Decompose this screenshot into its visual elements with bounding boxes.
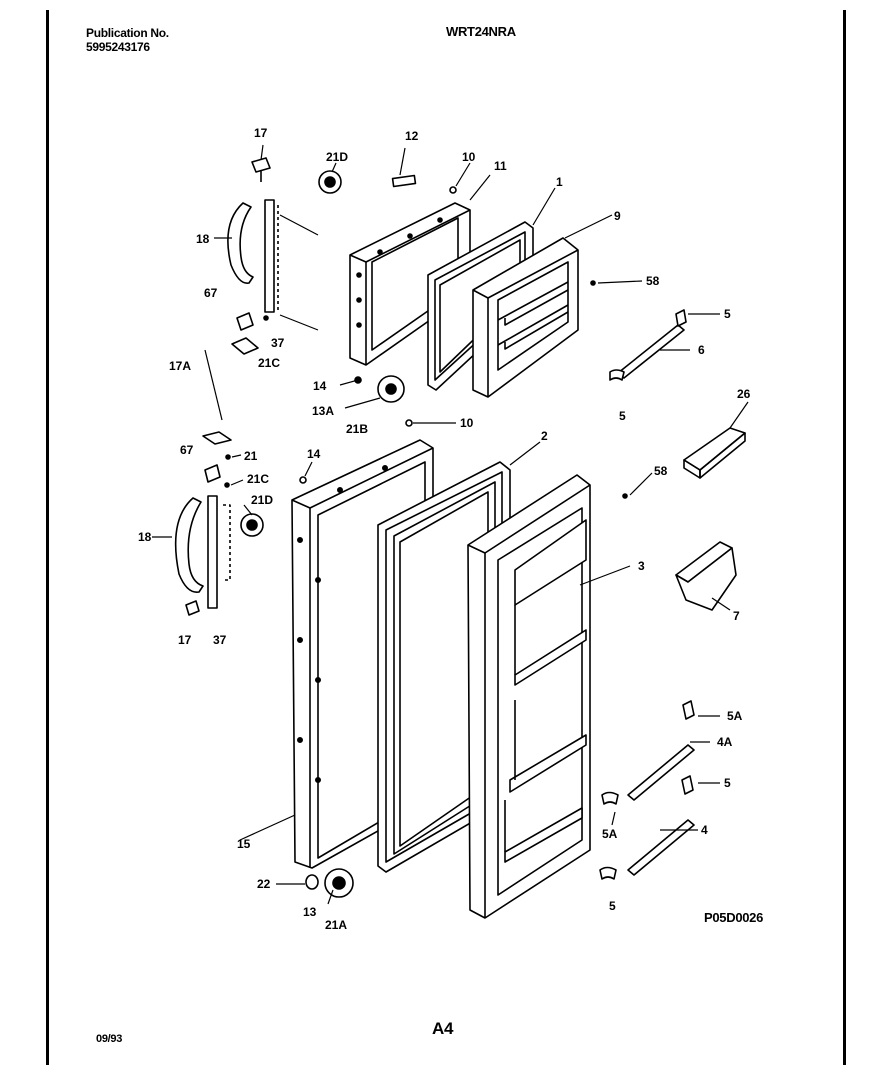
- callout-5: 5: [619, 409, 626, 423]
- callout-13a: 13A: [312, 404, 334, 418]
- page-frame: [46, 10, 846, 1065]
- callout-15: 15: [237, 837, 251, 851]
- callout-18: 18: [138, 530, 152, 544]
- leader-lines: [152, 144, 749, 905]
- callout-5: 5: [609, 899, 616, 913]
- callout-58: 58: [646, 274, 660, 288]
- callout-13: 13: [303, 905, 317, 919]
- callout-7: 7: [733, 609, 740, 623]
- callout-37: 37: [213, 633, 227, 647]
- freezer-handle: [227, 157, 342, 355]
- callout-5a: 5A: [727, 709, 743, 723]
- page-id: A4: [432, 1019, 454, 1038]
- callout-11: 11: [494, 159, 507, 173]
- callout-2: 2: [541, 429, 548, 443]
- door-shelf-bar-4a: [601, 700, 695, 805]
- callout-5a: 5A: [602, 827, 618, 841]
- freezer-rack: [683, 427, 746, 479]
- callout-5: 5: [724, 307, 731, 321]
- callout-12: 12: [405, 129, 419, 143]
- callout-10: 10: [460, 416, 474, 430]
- callout-21d: 21D: [326, 150, 348, 164]
- publication-number: 5995243176: [86, 40, 150, 54]
- callout-4: 4: [701, 823, 708, 837]
- callout-21c: 21C: [258, 356, 280, 370]
- callout-6: 6: [698, 343, 705, 357]
- callout-9: 9: [614, 209, 621, 223]
- callout-17: 17: [254, 126, 268, 140]
- figure-code: P05D0026: [704, 910, 764, 925]
- callout-26: 26: [737, 387, 751, 401]
- callout-37: 37: [271, 336, 285, 350]
- fresh-food-handle: [174, 431, 264, 616]
- callout-67: 67: [180, 443, 194, 457]
- callout-21a: 21A: [325, 918, 347, 932]
- callout-4a: 4A: [717, 735, 733, 749]
- callout-3: 3: [638, 559, 645, 573]
- callout-21c: 21C: [247, 472, 269, 486]
- door-shelf-bar-4: [599, 775, 695, 880]
- model-number: WRT24NRA: [446, 24, 516, 39]
- door-bin: [675, 541, 737, 611]
- fresh-food-door-liner: [467, 474, 591, 919]
- callout-21b: 21B: [346, 422, 368, 436]
- callout-58: 58: [654, 464, 668, 478]
- callout-1: 1: [556, 175, 563, 189]
- callout-22: 22: [257, 877, 271, 891]
- callout-17a: 17A: [169, 359, 191, 373]
- callout-10: 10: [462, 150, 476, 164]
- callout-14: 14: [313, 379, 327, 393]
- callout-17: 17: [178, 633, 192, 647]
- freezer-door-liner: [472, 237, 579, 398]
- spacer: [305, 874, 319, 890]
- callout-67: 67: [204, 286, 218, 300]
- callout-21d: 21D: [251, 493, 273, 507]
- callout-21: 21: [244, 449, 258, 463]
- freezer-door-panel: [349, 202, 471, 366]
- callout-14: 14: [307, 447, 321, 461]
- publication-label: Publication No.: [86, 26, 169, 40]
- callout-18: 18: [196, 232, 210, 246]
- print-date: 09/93: [96, 1033, 123, 1045]
- freezer-shelf-bar: [609, 309, 687, 381]
- callout-5: 5: [724, 776, 731, 790]
